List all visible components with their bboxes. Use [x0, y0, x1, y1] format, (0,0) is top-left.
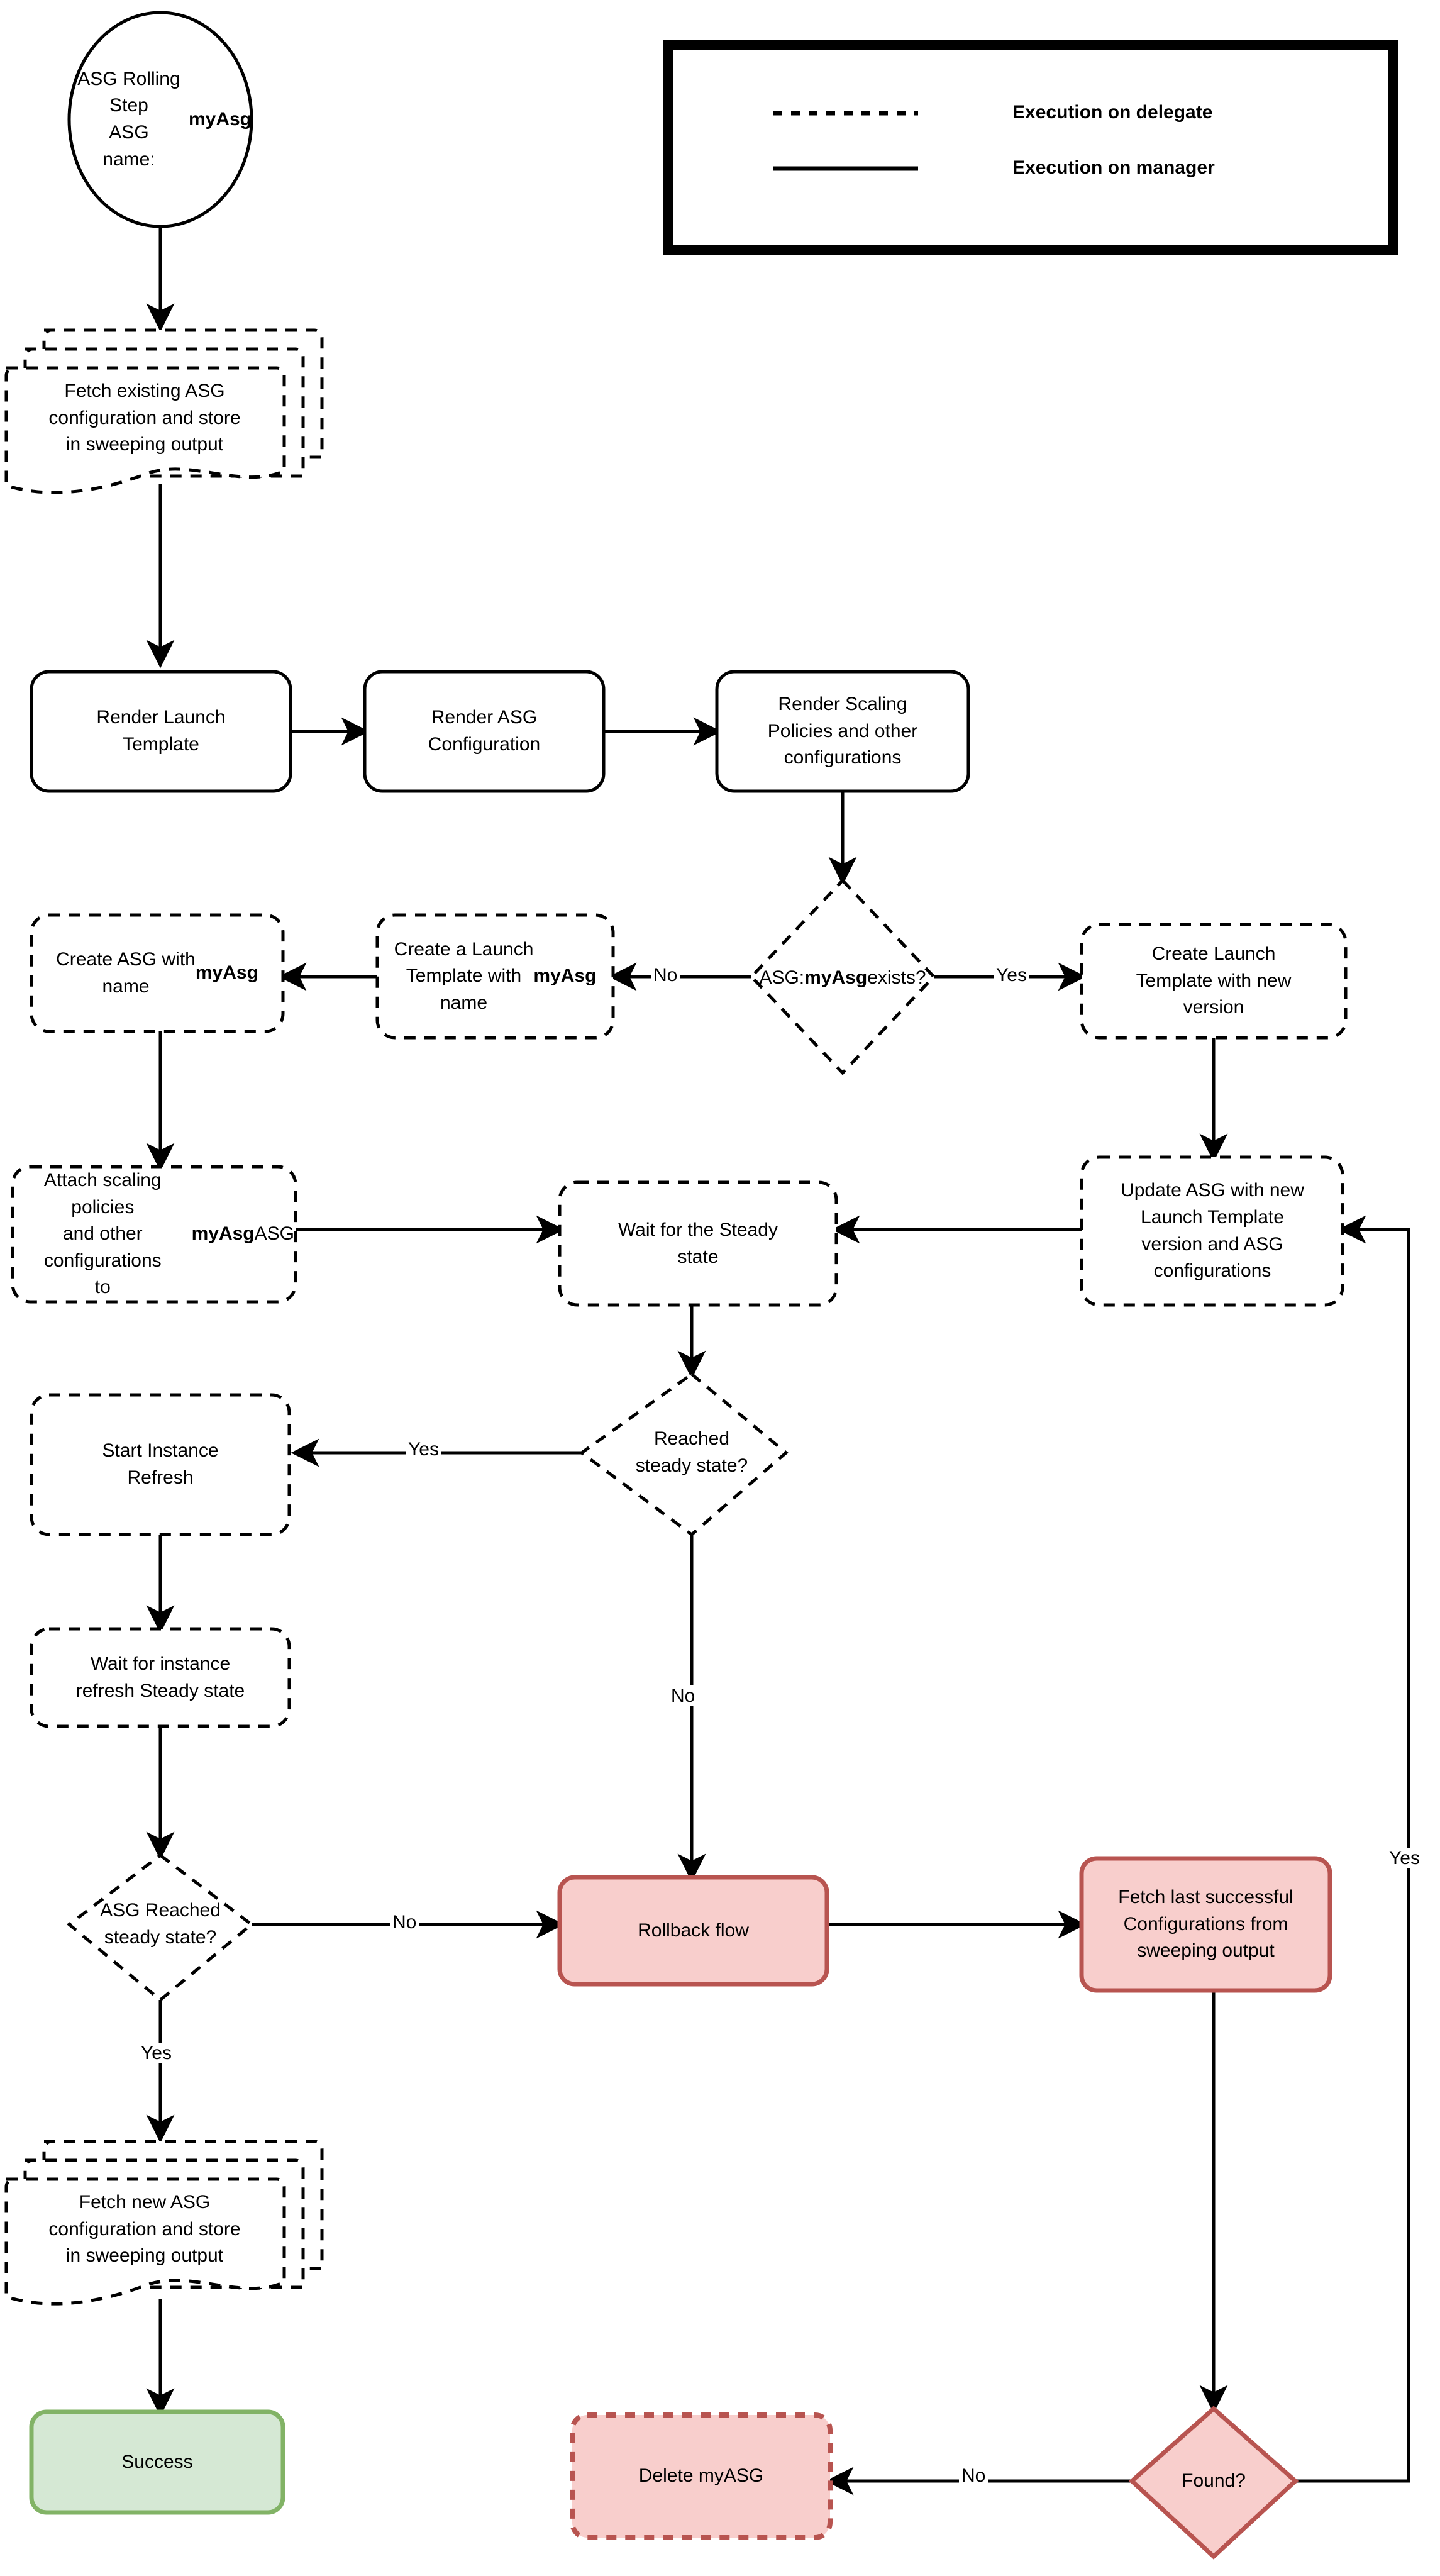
node-create-lt-new-shape [1080, 923, 1348, 1040]
node-create-asg-shape [30, 913, 285, 1033]
node-create-lt-name-shape [375, 913, 615, 1040]
node-render-launch-shape [30, 670, 292, 793]
edge-label-asg-exists-no: No [651, 965, 680, 985]
node-start-refresh-shape [30, 1393, 291, 1536]
node-render-scaling-shape [715, 670, 970, 793]
node-wait-refresh-shape [30, 1627, 291, 1728]
edge-label-asg-reached-yes: Yes [138, 2043, 174, 2063]
node-attach-policies-shape [11, 1165, 297, 1304]
edge-label-reached-yes: Yes [406, 1439, 441, 1460]
edge-label-reached-no: No [668, 1685, 698, 1706]
node-reached-steady-shape [579, 1372, 789, 1537]
node-wait-steady-shape [558, 1180, 838, 1307]
node-fetch-last-shape [1079, 1856, 1332, 1993]
node-asg-exists-shape [749, 878, 936, 1075]
node-success-shape [29, 2409, 285, 2515]
node-render-asg-shape [363, 670, 606, 793]
node-asg-reached-shape [66, 1853, 255, 2002]
edge-label-found-yes: Yes [1387, 1848, 1422, 1868]
node-delete-myasg-shape [570, 2412, 833, 2540]
node-fetch-existing-shape [4, 328, 324, 494]
legend-label-manager: Execution on manager [1012, 157, 1215, 178]
edge-group [146, 223, 1410, 2496]
edge-label-asg-reached-no: No [390, 1912, 419, 1933]
node-rollback-shape [557, 1875, 829, 1987]
edge-label-found-no: No [959, 2465, 989, 2486]
node-update-asg-shape [1080, 1155, 1344, 1307]
edge-label-asg-exists-yes: Yes [994, 965, 1029, 985]
node-start-shape [67, 11, 253, 228]
legend-label-delegate: Execution on delegate [1012, 102, 1213, 123]
node-found-shape [1128, 2406, 1299, 2560]
node-fetch-new-shape [4, 2140, 324, 2306]
legend-box [663, 40, 1398, 255]
